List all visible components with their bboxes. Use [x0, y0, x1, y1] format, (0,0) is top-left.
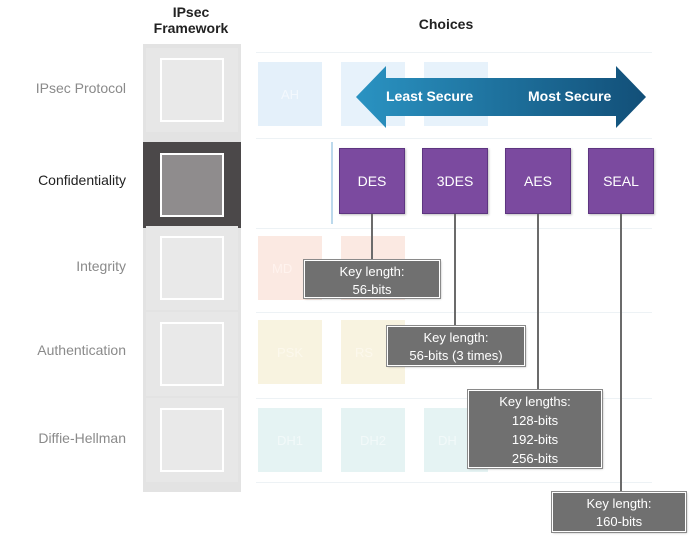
callout-line: Key lengths:: [499, 394, 571, 409]
row-divider: [256, 52, 652, 53]
algorithm-seal[interactable]: SEAL: [588, 148, 654, 214]
callout-des-key-length: Key length: 56-bits: [303, 259, 441, 299]
framework-cell-confidentiality: [143, 142, 241, 228]
connector-aes: [537, 214, 539, 390]
row-label-diffie-hellman: Diffie-Hellman: [38, 430, 126, 446]
callout-line: 256-bits: [511, 451, 559, 466]
framework-slot: [160, 408, 224, 472]
row-divider: [256, 138, 652, 139]
callout-line: Key length:: [339, 264, 405, 279]
framework-header-line1: IPsec: [172, 4, 210, 20]
callout-aes-key-lengths: Key lengths: 128-bits 192-bits 256-bits: [467, 389, 603, 469]
framework-slot: [160, 322, 224, 386]
callout-line: 56-bits (3 times): [409, 348, 503, 363]
framework-cell-diffie-hellman: [146, 398, 238, 482]
row-label-integrity: Integrity: [76, 258, 126, 274]
callout-line: 160-bits: [595, 514, 643, 529]
callout-seal-key-length: Key length: 160-bits: [551, 491, 687, 533]
choice-ah: AH: [258, 62, 322, 126]
choices-header: Choices: [418, 16, 474, 32]
algorithm-aes[interactable]: AES: [505, 148, 571, 214]
row-label-authentication: Authentication: [37, 342, 126, 358]
framework-cell-integrity: [146, 226, 238, 310]
framework-slot: [160, 236, 224, 300]
security-double-arrow: [356, 66, 646, 128]
selection-divider: [331, 142, 333, 224]
callout-line: Key length:: [586, 496, 652, 511]
framework-cell-ipsec-protocol: [146, 48, 238, 132]
framework-header: IPsec Framework: [141, 4, 241, 36]
callout-line: 56-bits: [352, 282, 392, 297]
connector-seal: [620, 214, 622, 492]
connector-3des: [454, 214, 456, 328]
choice-dh1: DH1: [258, 408, 322, 472]
most-secure-label: Most Secure: [528, 88, 612, 104]
choice-psk: PSK: [258, 320, 322, 384]
row-label-confidentiality: Confidentiality: [38, 172, 126, 188]
connector-des: [371, 214, 373, 262]
row-divider: [256, 482, 652, 483]
callout-3des-key-length: Key length: 56-bits (3 times): [386, 325, 526, 367]
framework-slot-active: [160, 153, 224, 217]
callout-line: 128-bits: [511, 413, 559, 428]
algorithm-3des[interactable]: 3DES: [422, 148, 488, 214]
callout-line: 192-bits: [511, 432, 559, 447]
callout-line: Key length:: [423, 330, 489, 345]
row-label-ipsec-protocol: IPsec Protocol: [35, 80, 126, 96]
framework-slot: [160, 58, 224, 122]
least-secure-label: Least Secure: [386, 88, 474, 104]
framework-header-line2: Framework: [153, 20, 229, 36]
algorithm-des[interactable]: DES: [339, 148, 405, 214]
choice-dh2: DH2: [341, 408, 405, 472]
framework-cell-authentication: [146, 312, 238, 396]
row-divider: [256, 398, 652, 399]
